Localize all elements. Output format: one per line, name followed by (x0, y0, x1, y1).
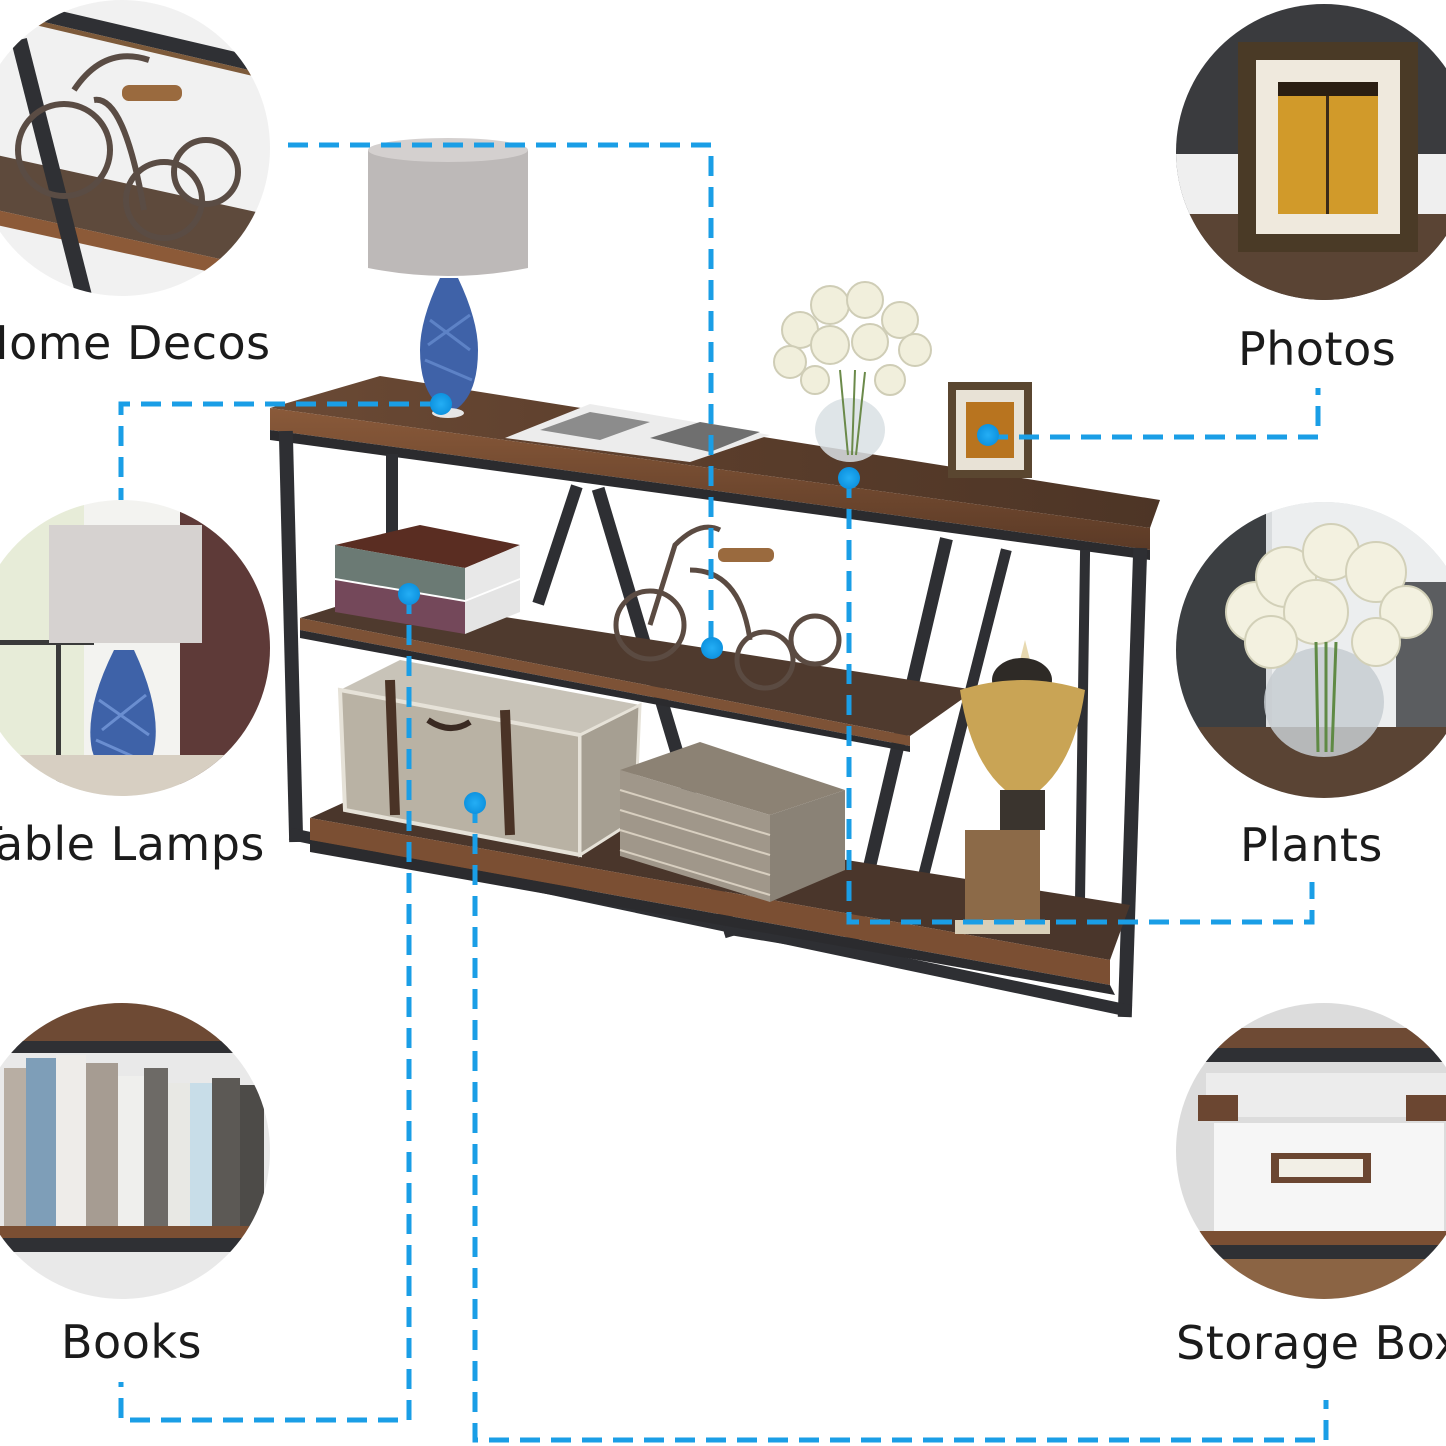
tricycle-illustration (613, 524, 842, 691)
callout-label-storage-box: Storage Box (1176, 1316, 1446, 1370)
table-lamp-photo-icon (0, 500, 270, 796)
books-photo-icon (0, 1003, 270, 1299)
connector-storage-box (472, 803, 1329, 1443)
connector-home-decos (288, 142, 714, 648)
connector-lines (118, 142, 1329, 1443)
callout-label-plants: Plants (1240, 818, 1383, 872)
callout-label-table-lamps: Table Lamps (0, 817, 265, 871)
decorative-urn-illustration (955, 640, 1085, 934)
anchor-dot-books (398, 583, 420, 605)
flower-vase-photo-icon (1176, 502, 1446, 798)
callout-image-plants (1176, 502, 1446, 798)
callout-image-home-decos (0, 0, 270, 296)
callout-label-home-decos: Home Decos (0, 316, 271, 370)
connector-plants (846, 478, 1315, 925)
connector-table-lamps (118, 401, 440, 500)
stacked-books-illustration (335, 525, 520, 634)
callout-image-table-lamps (0, 500, 270, 796)
anchor-dot-tricycle (701, 637, 723, 659)
callout-image-photos (1176, 4, 1446, 300)
anchor-dot-vase (838, 467, 860, 489)
connector-photos (988, 388, 1321, 440)
anchor-dot-trunk (464, 792, 486, 814)
anchor-dots (398, 393, 999, 814)
callout-label-photos: Photos (1238, 322, 1397, 376)
anchor-dot-lamp (430, 393, 452, 415)
flower-vase-illustration (773, 281, 932, 462)
photo-frame-illustration (948, 382, 1032, 478)
table-lamp-illustration (368, 138, 528, 418)
open-book-illustration (505, 404, 770, 462)
callout-label-books: Books (61, 1315, 202, 1369)
wicker-basket-illustration (619, 742, 845, 902)
anchor-dot-photo (977, 424, 999, 446)
callout-image-books (0, 1003, 270, 1299)
photo-frame-photo-icon (1176, 4, 1446, 300)
connector-books (118, 594, 412, 1423)
tricycle-photo-icon (0, 0, 270, 296)
